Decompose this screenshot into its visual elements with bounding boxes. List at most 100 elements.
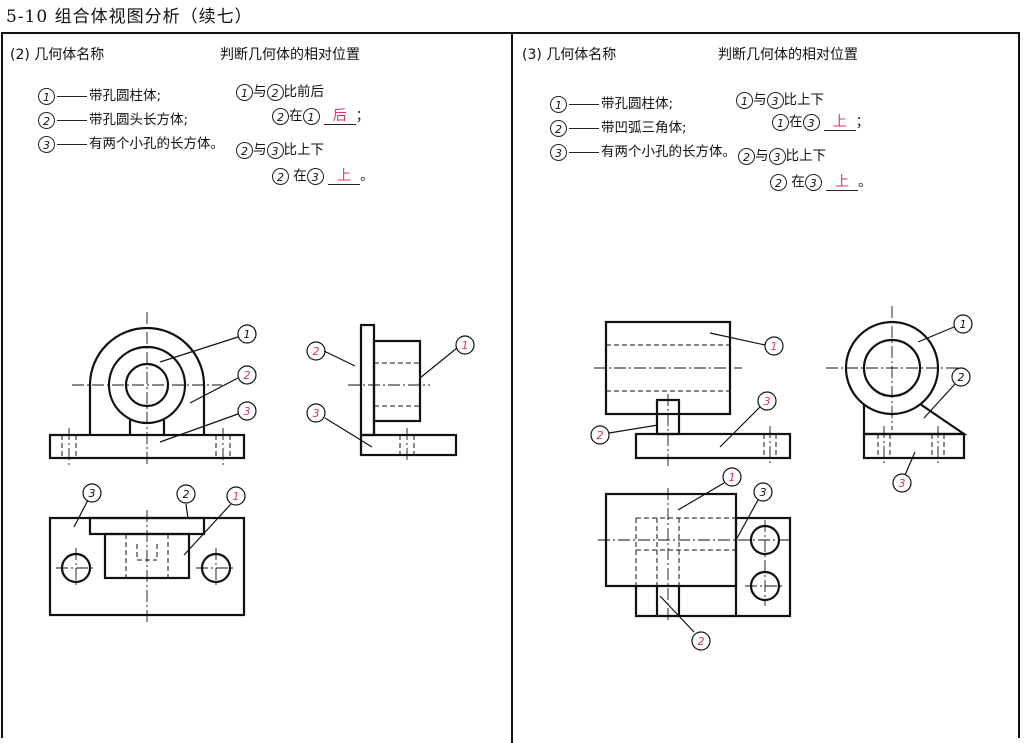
plate-edge: [359, 323, 376, 437]
part-number: 2: [272, 167, 289, 185]
left-panel-label: (2) 几何体名称: [10, 47, 105, 63]
callout-number: 3: [313, 407, 320, 420]
word-with: 与: [755, 148, 769, 164]
part-name: 带孔圆头长方体;: [89, 112, 189, 128]
right-panel-label: (3) 几何体名称: [522, 47, 617, 63]
right-relation-heading: 判断几何体的相对位置: [718, 47, 858, 63]
base-top-left: [634, 586, 736, 618]
left-part-2: 2 带孔圆头长方体;: [38, 108, 188, 129]
leader-dash: [57, 95, 87, 97]
base-front: [634, 432, 792, 460]
left-leaders: [73, 336, 458, 556]
panel-divider: [511, 32, 513, 743]
part-number: 2: [550, 119, 567, 137]
callout-number: 2: [313, 345, 320, 358]
callout-number: 1: [771, 340, 778, 353]
callout-number: 1: [729, 471, 736, 484]
part-number: 3: [768, 147, 786, 165]
part-number: 2: [738, 147, 755, 165]
part-number: 3: [306, 167, 324, 185]
part-number: 3: [266, 141, 284, 159]
callout-number: 2: [698, 635, 705, 648]
part-name: 有两个小孔的长方体。: [89, 136, 224, 152]
word-at: 在: [789, 114, 803, 130]
answer-blank[interactable]: 上: [328, 169, 361, 185]
callout-number: 2: [597, 429, 604, 442]
part-number: 1: [772, 113, 789, 131]
callout-number: 3: [899, 477, 906, 490]
part-number: 2: [236, 141, 253, 159]
word-with: 与: [253, 142, 267, 158]
center-lines: [826, 306, 958, 466]
word-at: 在: [289, 108, 303, 124]
punctuation: ；: [355, 108, 370, 124]
left-top-view: [48, 510, 246, 622]
word-at: 在: [791, 174, 805, 190]
hidden-lines: [61, 435, 231, 458]
relation-type: 比上下: [785, 148, 827, 164]
part-number: 1: [38, 87, 55, 105]
right-top-view: [598, 488, 792, 622]
relation-type: 比前后: [283, 84, 325, 100]
part-name: 带凹弧三角体;: [601, 120, 687, 136]
relation-type: 比上下: [283, 142, 325, 158]
callout-number: 1: [960, 318, 967, 331]
part-number: 3: [38, 135, 55, 153]
leader-dash: [569, 151, 599, 153]
answer-blank[interactable]: 后: [323, 109, 356, 125]
part-number: 2: [266, 83, 284, 101]
right-part-2: 2 带凹弧三角体;: [550, 116, 687, 137]
center-lines: [68, 312, 224, 466]
right-side-view: [826, 306, 968, 466]
center-lines: [348, 384, 430, 462]
answer-blank[interactable]: 上: [826, 175, 859, 191]
hidden-lines: [877, 434, 945, 458]
base-side: [862, 432, 966, 460]
left-side-view: [348, 323, 458, 462]
callout-number: 3: [244, 405, 251, 418]
part-number: 2: [770, 173, 787, 191]
part-number: 3: [766, 91, 784, 109]
part-name: 带孔圆柱体;: [89, 88, 162, 104]
left-callout-circles: [82, 324, 475, 506]
answer-blank[interactable]: 上: [823, 115, 856, 131]
part-number: 3: [550, 143, 567, 161]
right-leaders: [608, 326, 956, 633]
callout-number: 3: [89, 487, 96, 500]
base-profile: [359, 433, 458, 457]
base-top-right: [734, 516, 792, 618]
part-number: 1: [550, 95, 567, 113]
callout-number: 3: [760, 486, 767, 499]
hidden-lines: [606, 344, 777, 458]
right-part-1: 1 带孔圆柱体;: [550, 92, 673, 113]
leader-dash: [57, 119, 87, 121]
part-number: 3: [804, 173, 822, 191]
right-callout-circles: [590, 314, 973, 651]
hidden-lines: [635, 517, 736, 586]
part-name: 带孔圆柱体;: [601, 96, 674, 112]
center-lines: [598, 488, 790, 622]
hidden-lines: [374, 362, 420, 455]
leader-dash: [569, 127, 599, 129]
word-with: 与: [753, 92, 767, 108]
callout-number: 3: [764, 395, 771, 408]
left-relation-heading: 判断几何体的相对位置: [220, 47, 360, 63]
center-lines: [594, 367, 771, 466]
left-front-view: [48, 312, 246, 466]
left-part-3: 3 有两个小孔的长方体。: [38, 132, 224, 153]
part-number: 1: [736, 91, 753, 109]
part-number: 1: [302, 107, 320, 125]
callout-number: 1: [462, 339, 469, 352]
leader-dash: [57, 143, 87, 145]
part-number: 2: [38, 111, 55, 129]
punctuation: ；: [855, 114, 870, 130]
